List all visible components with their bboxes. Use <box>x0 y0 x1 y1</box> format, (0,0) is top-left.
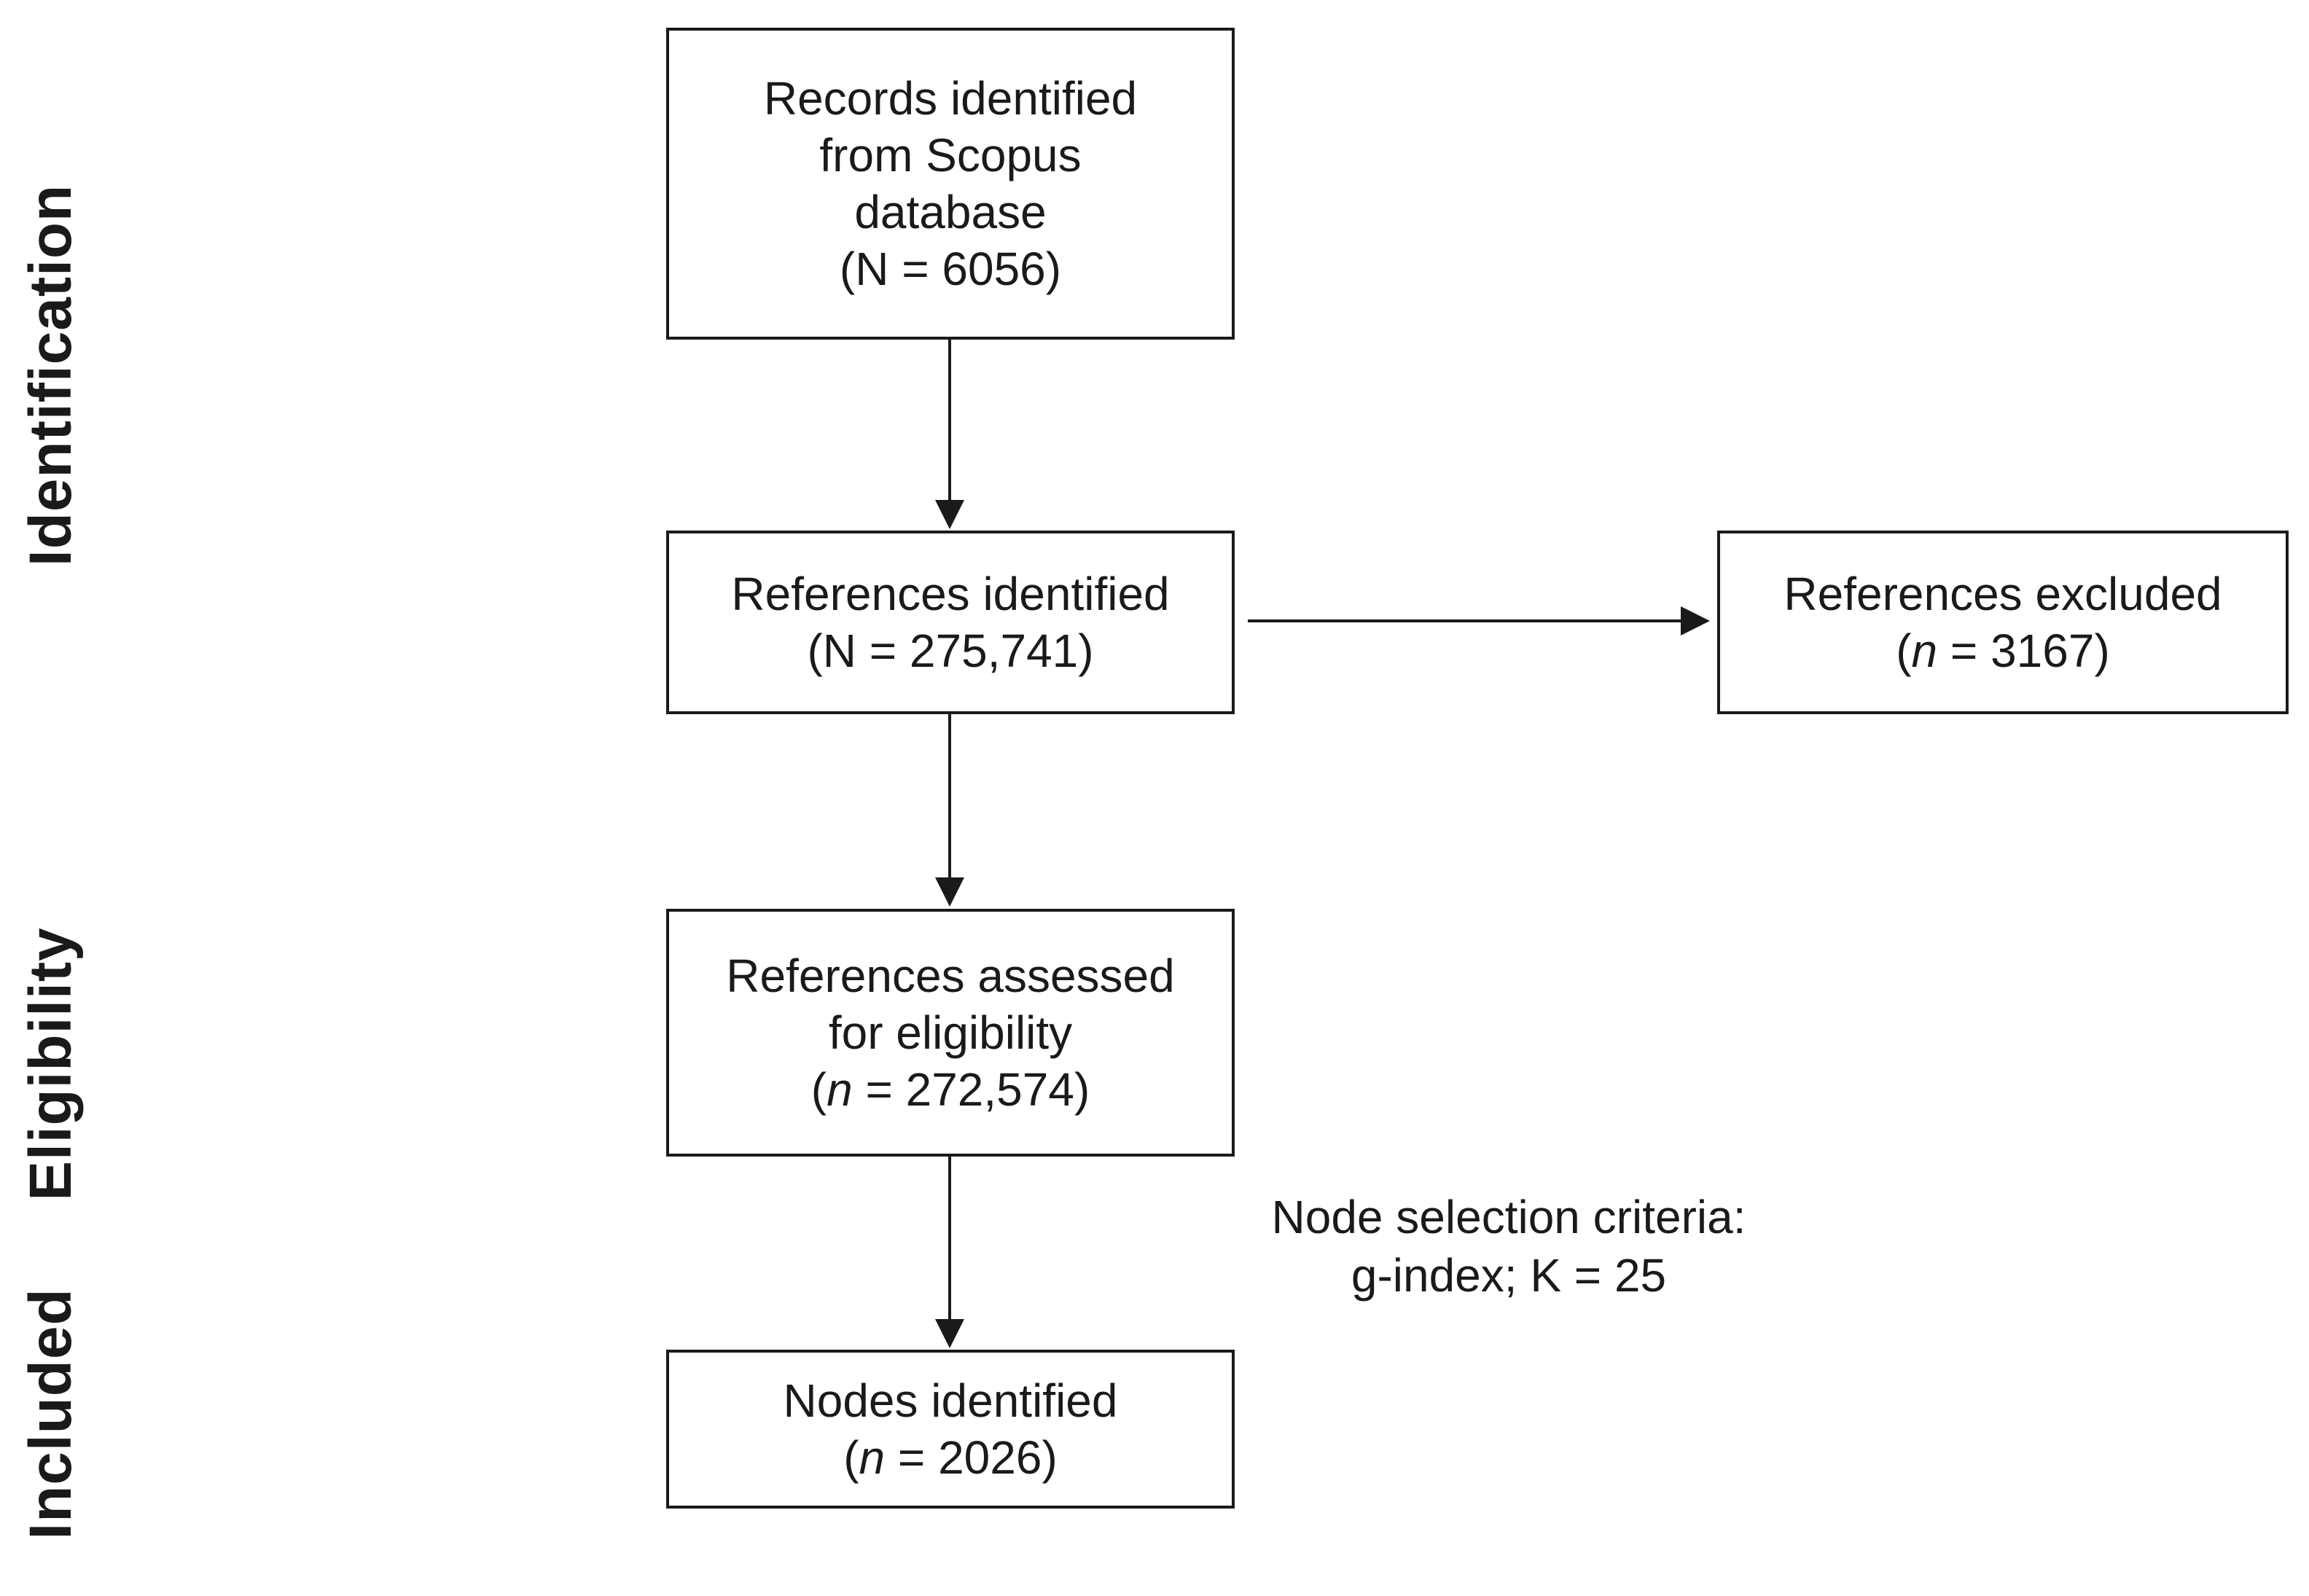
references-excluded-box: References excluded (n = 3167) <box>1717 531 2289 714</box>
nodes-identified-box: Nodes identified (n = 2026) <box>666 1350 1235 1509</box>
references-identified-box: References identified (N = 275,741) <box>666 531 1235 714</box>
records-count: (N = 6056) <box>839 243 1062 295</box>
records-line-3: database <box>854 186 1047 238</box>
references-assessed-line-1: References assessed <box>726 950 1175 1002</box>
records-line-2: from Scopus <box>819 129 1082 181</box>
references-assessed-count: (n = 272,574) <box>810 1063 1090 1116</box>
references-assessed-box: References assessed for eligibility (n =… <box>666 909 1235 1157</box>
records-line-1: Records identified <box>763 72 1138 125</box>
criteria-line-2: g-index; K = 25 <box>1351 1249 1667 1302</box>
stage-label-included: Included <box>17 1288 84 1540</box>
node-selection-criteria: Node selection criteria: g-index; K = 25 <box>1239 1188 1778 1304</box>
stage-label-identification: Identification <box>17 184 84 567</box>
criteria-line-1: Node selection criteria: <box>1271 1191 1746 1243</box>
references-excluded-count: (n = 3167) <box>1896 625 2110 677</box>
references-identified-count: (N = 275,741) <box>807 625 1094 677</box>
references-excluded-label: References excluded <box>1783 568 2222 620</box>
nodes-identified-count: (n = 2026) <box>843 1431 1058 1484</box>
references-assessed-line-2: for eligibility <box>828 1006 1073 1059</box>
stage-label-eligibility: Eligibility <box>17 927 84 1201</box>
references-identified-label: References identified <box>731 568 1170 620</box>
records-identified-box: Records identified from Scopus database … <box>666 28 1235 340</box>
nodes-identified-label: Nodes identified <box>783 1374 1118 1427</box>
